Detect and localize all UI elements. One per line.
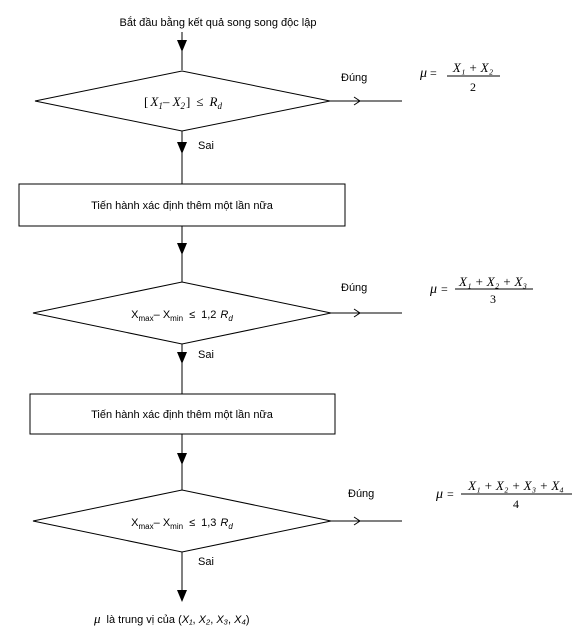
yes-connector-2 <box>331 308 402 318</box>
yes-connector-3 <box>331 516 402 526</box>
connector-decision-2-to-process-2 <box>177 344 187 394</box>
connector-start-to-decision-1 <box>177 32 187 70</box>
decision-1-condition: [X1– X2]≤Rd <box>144 94 222 111</box>
svg-text:μ: μ <box>429 282 437 297</box>
connector-decision-3-to-end <box>177 552 187 602</box>
formula-1-numerator: X₁ + X₂ <box>452 60 494 75</box>
formula-3-denominator: 4 <box>513 497 519 511</box>
no-label-3: Sai <box>198 556 214 568</box>
process-1-label: Tiến hành xác định thêm một lần nữa <box>91 200 274 212</box>
svg-text:=: = <box>441 282 448 296</box>
decision-diamond-3 <box>32 489 332 553</box>
formula-1-denominator: 2 <box>470 80 476 94</box>
no-label-2: Sai <box>198 349 214 361</box>
formula-1: μ = X₁ + X₂ 2 <box>419 60 500 94</box>
process-2-label: Tiến hành xác định thêm một lần nữa <box>91 409 274 421</box>
connector-decision-1-to-process-1 <box>177 131 187 184</box>
svg-text:μ: μ <box>419 66 427 81</box>
formula-3: μ = X₁ + X₂ + X₃ + X₄ 4 <box>435 478 572 511</box>
yes-label-3: Đúng <box>348 488 374 500</box>
no-label-1: Sai <box>198 140 214 152</box>
formula-2: μ = X₁ + X₂ + X₃ 3 <box>429 274 533 306</box>
svg-text:=: = <box>430 66 437 80</box>
yes-label-2: Đúng <box>341 282 367 294</box>
decision-diamond-2 <box>32 281 332 345</box>
connector-process-1-to-decision-2 <box>177 226 187 282</box>
formula-2-numerator: X₁ + X₂ + X₃ <box>458 274 527 289</box>
yes-label-1: Đúng <box>341 72 367 84</box>
yes-connector-1 <box>330 96 402 106</box>
svg-text:μ: μ <box>435 487 443 502</box>
formula-3-numerator: X₁ + X₂ + X₃ + X₄ <box>467 478 564 493</box>
svg-text:=: = <box>447 487 454 501</box>
formula-2-denominator: 3 <box>490 292 496 306</box>
connector-process-2-to-decision-3 <box>177 434 187 490</box>
start-label: Bắt đầu bằng kết quả song song độc lập <box>120 16 317 29</box>
